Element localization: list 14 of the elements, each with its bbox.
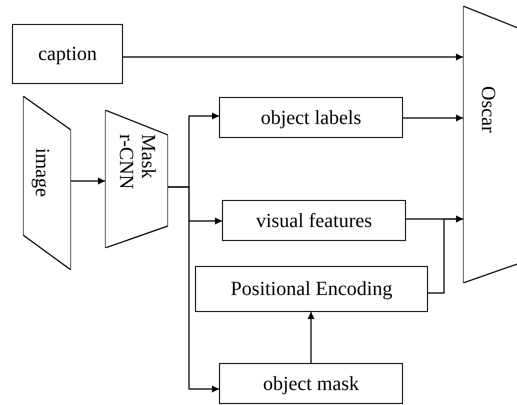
process-box: Positional Encoding [195,266,428,312]
trapezoid-block: Mask r-CNN [105,110,168,248]
arrow [123,54,463,60]
arrow [71,178,105,184]
arrow [308,312,314,363]
trapezoid-block: image [23,96,71,270]
arrow [168,186,219,392]
trapezoid-block: Oscar [463,6,517,283]
process-box: caption [12,24,123,84]
arrow [403,114,463,122]
process-box: visual features [222,200,406,241]
arrow [428,216,463,294]
process-box: object mask [219,363,403,404]
process-box: object labels [219,97,403,138]
